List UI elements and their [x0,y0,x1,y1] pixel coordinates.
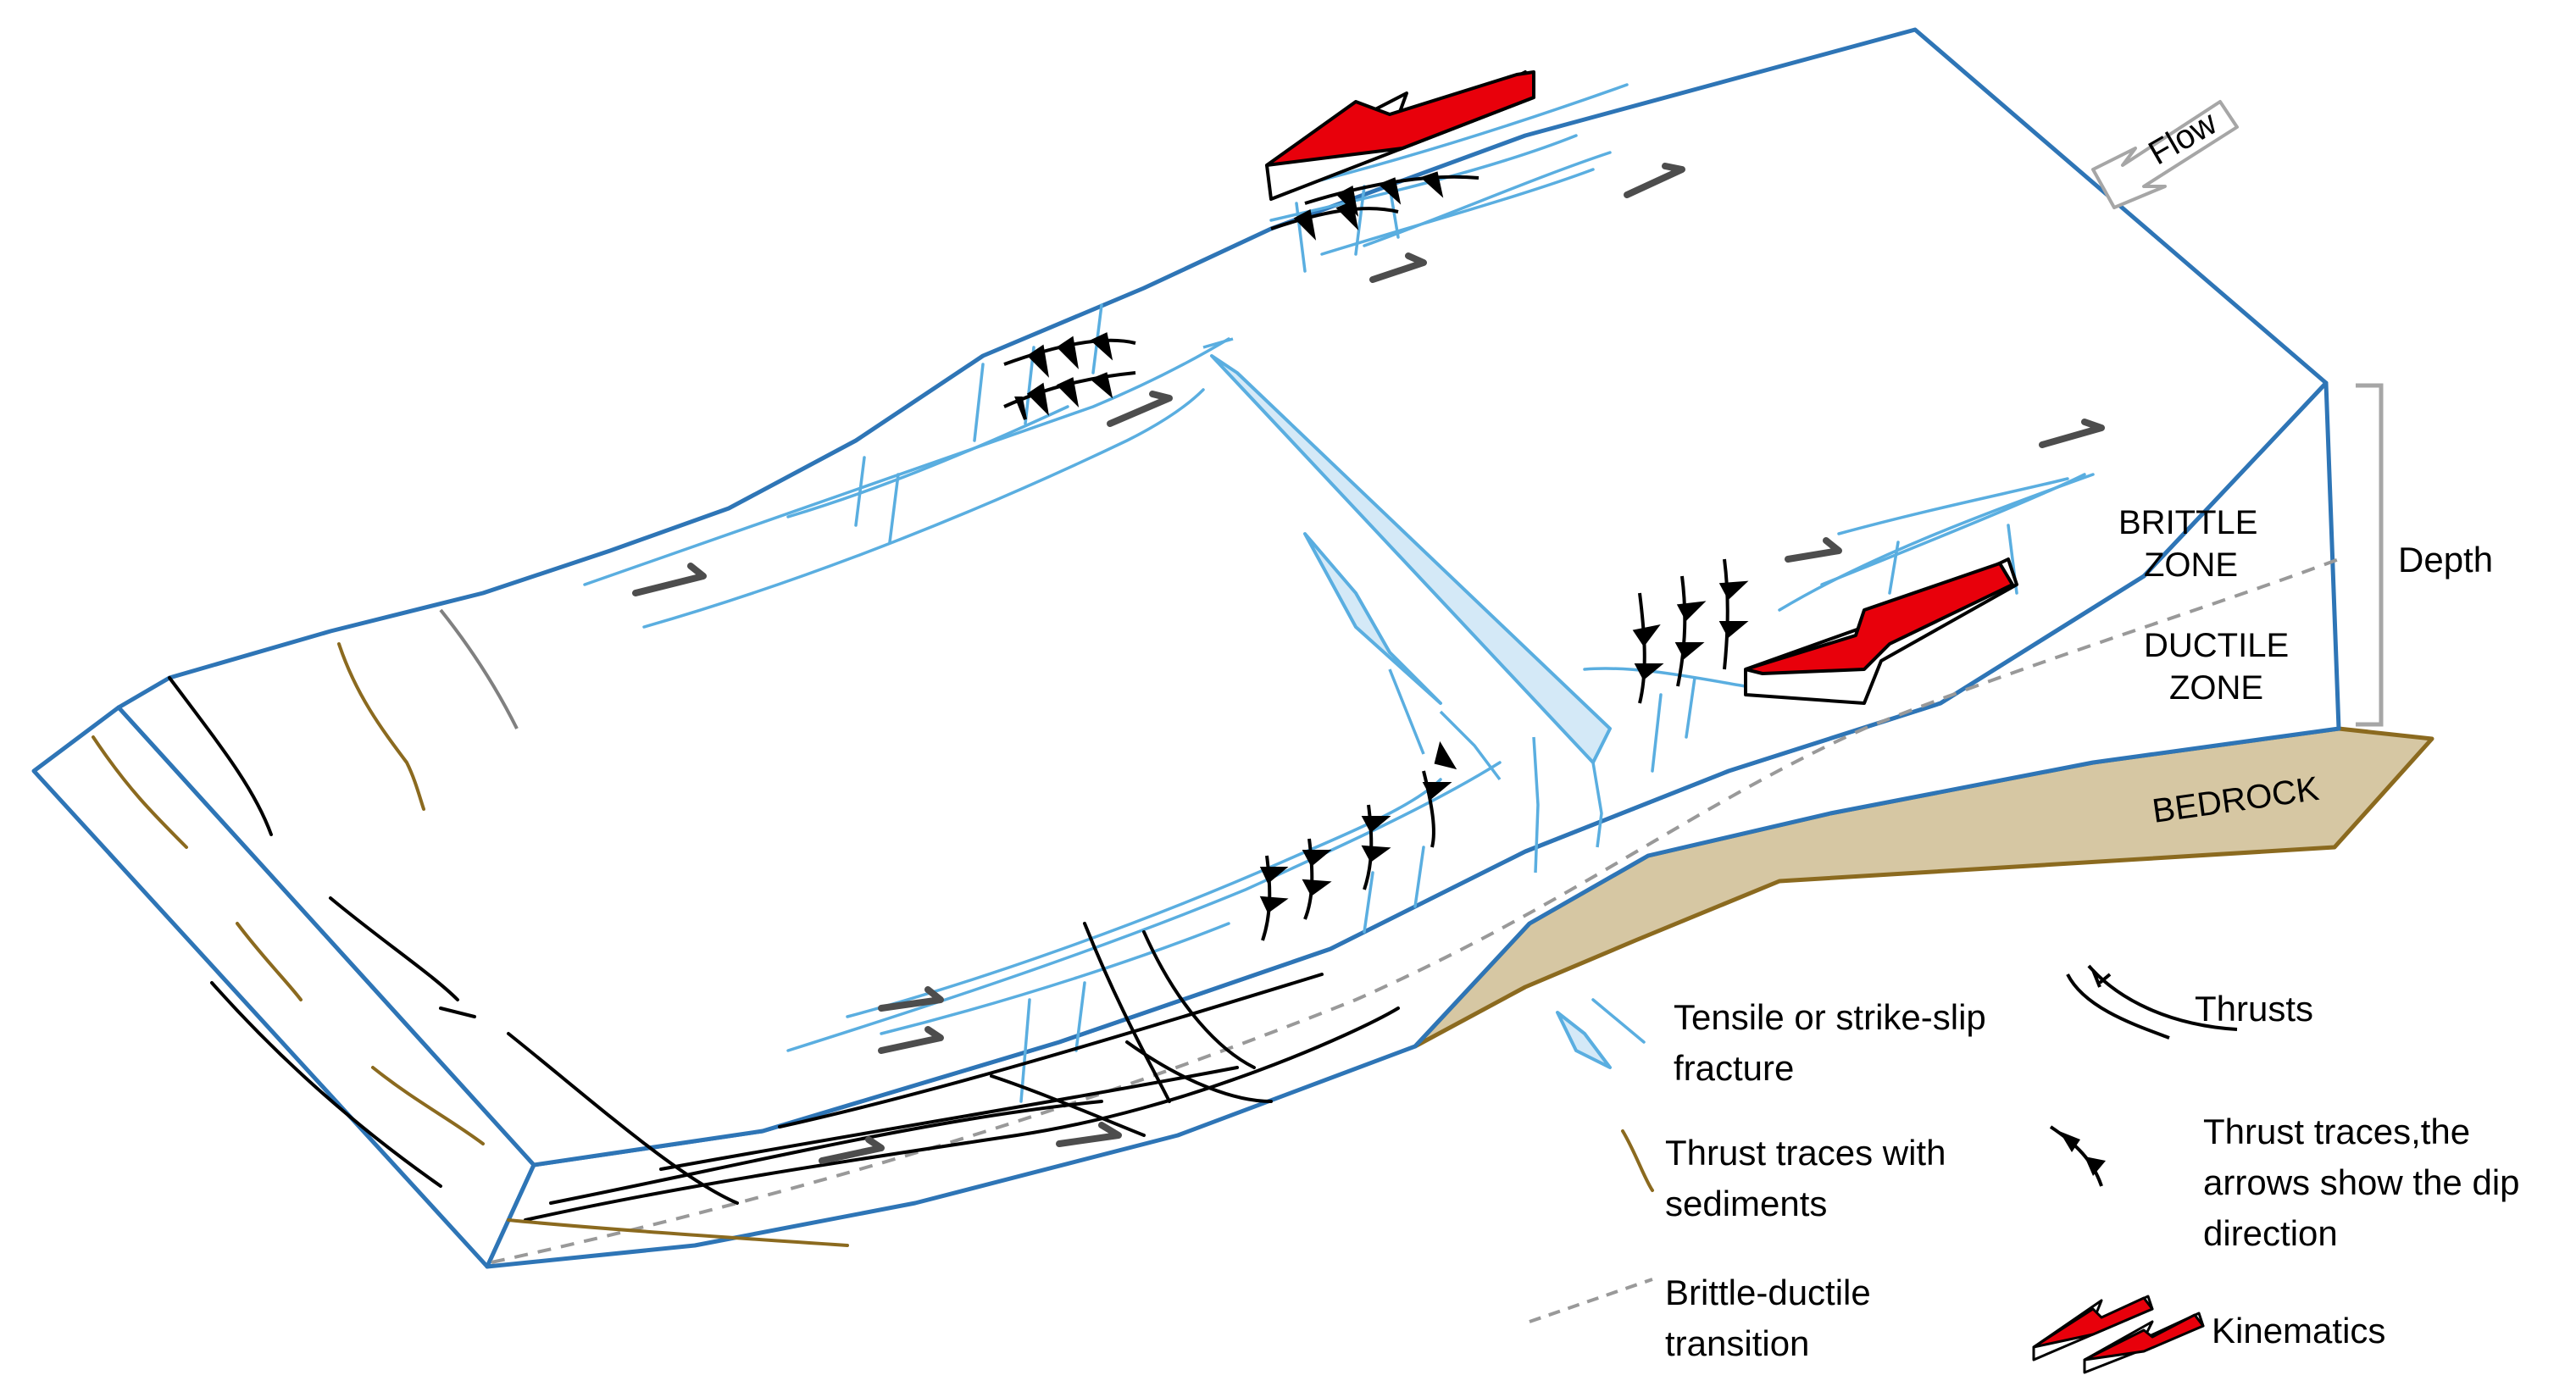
legend-thrusts: Thrusts [2195,989,2313,1029]
ductile-zone-label-line2: ZONE [2169,669,2263,707]
flow-arrow-icon [2091,100,2239,209]
legend-lens-small [1556,1011,1612,1069]
brittle-ductile-transition-line [491,557,2340,1264]
legend-thrust-trace-tooth-1 [2059,1131,2080,1152]
legend-sediment-line2: sediments [1665,1184,1827,1223]
legend: Tensile or strike-slip fracture Thrusts … [1529,989,2520,1374]
legend-sediment-line1: Thrust traces with [1665,1133,1946,1173]
depth-bracket [2356,383,2384,727]
legend-thrust-arrow-icon [2087,964,2238,1031]
legend-traces-line1: Thrust traces,the [2203,1112,2470,1151]
legend-kinematics: Kinematics [2212,1311,2385,1350]
legend-kinematics-icon [2032,1295,2205,1374]
legend-transition-line2: transition [1665,1323,1809,1363]
thrust-trace-teeth [1003,171,1749,941]
crevasse-lens [1303,532,1442,705]
central-crevasse [1210,354,1612,1069]
brittle-zone-label-line1: BRITTLE [2118,504,2257,541]
brittle-zone-label-line2: ZONE [2144,546,2238,584]
legend-thrust-curve-icon [2066,973,2170,1040]
legend-transition-line1: Brittle-ductile [1665,1273,1871,1312]
legend-tensile-line2: fracture [1674,1048,1794,1088]
slip-arrows [632,163,2105,1164]
glacier-block [31,27,2341,1269]
legend-thrust-trace-icon [2049,1125,2103,1187]
legend-traces-line2: arrows show the dip [2203,1162,2520,1202]
depth-label: Depth [2398,540,2493,580]
ductile-zone-label-line1: DUCTILE [2144,627,2289,664]
sediment-thrust-traces [92,642,1654,1247]
legend-thrust-trace-tooth-2 [2085,1156,2106,1176]
legend-transition-icon [1529,1278,1653,1323]
legend-tensile-line1: Tensile or strike-slip [1674,997,1986,1037]
fractures [583,83,2095,1103]
kinematic-arrow-right [1744,557,2018,705]
glacier-top-surface [116,27,2329,1167]
thrust-lines [168,676,1400,1222]
grey-thrust-line [439,608,519,729]
kinematic-arrow-top [1265,70,1535,201]
crevasse-wedge [1210,354,1612,764]
legend-traces-line3: direction [2203,1213,2338,1253]
